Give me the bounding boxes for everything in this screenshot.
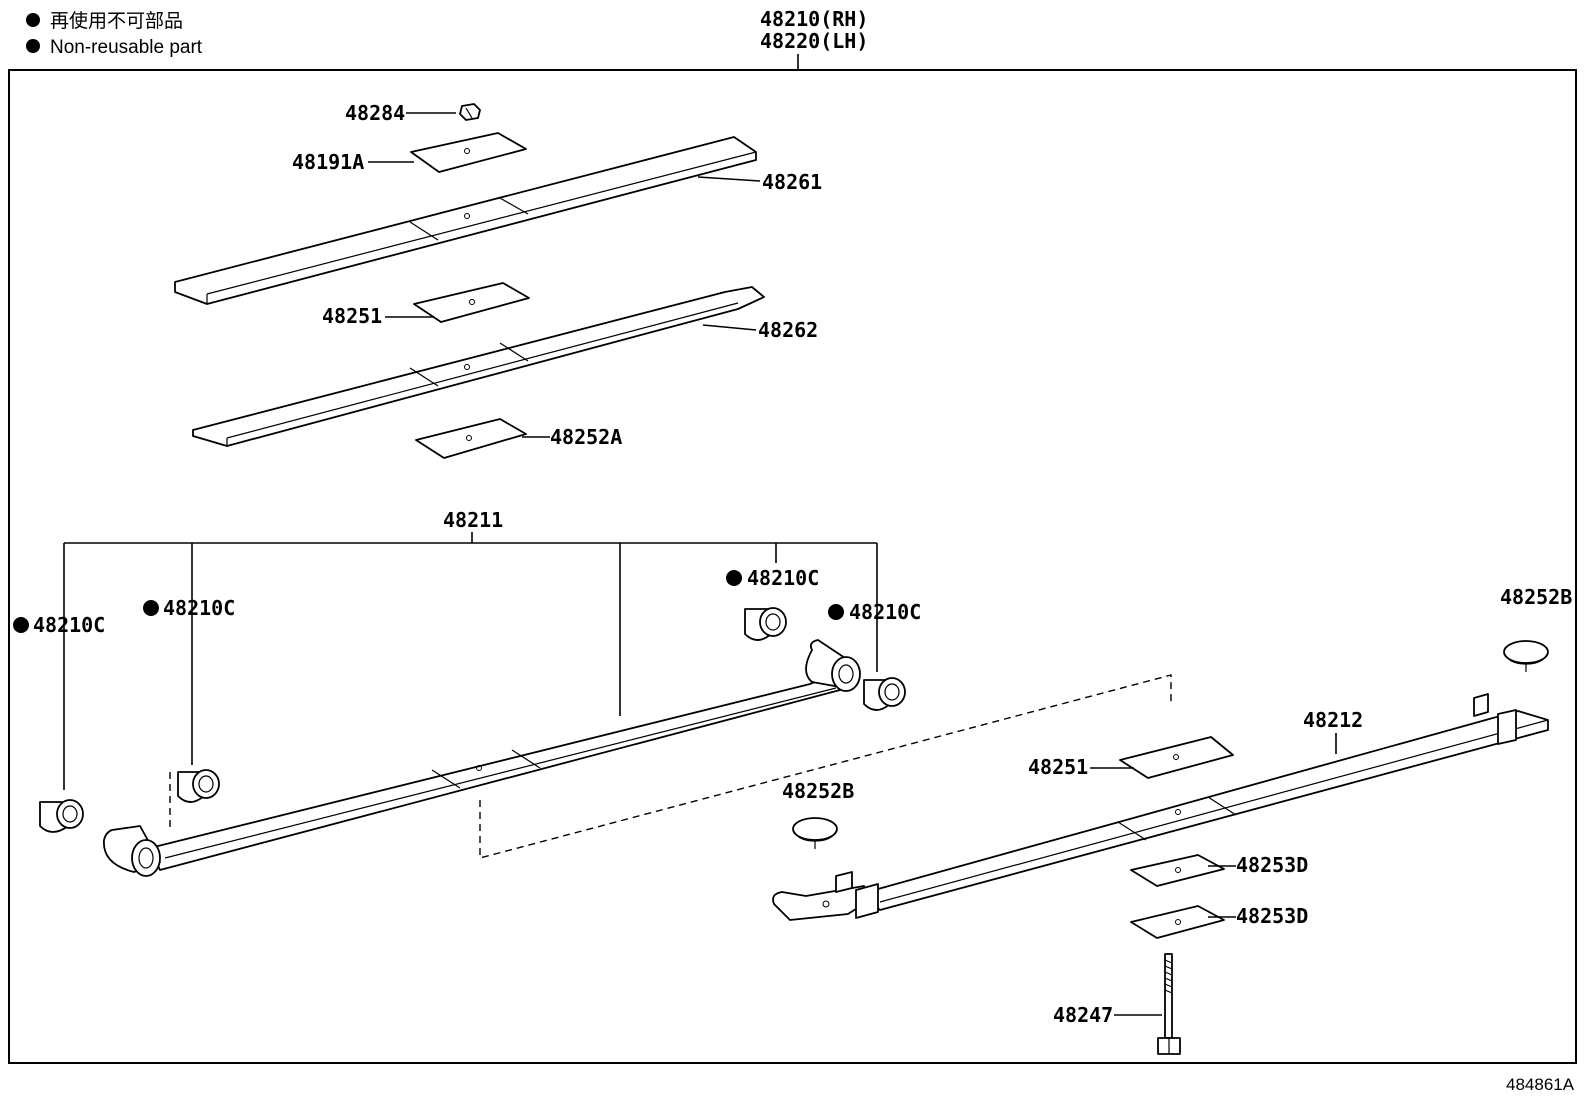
label-48210c-4: 48210C <box>849 600 921 624</box>
non-reusable-dot-icon <box>828 604 844 620</box>
label-48253d-1: 48253D <box>1236 853 1308 877</box>
legend-english: Non-reusable part <box>50 37 203 58</box>
part-48284-nut <box>459 103 481 121</box>
part-48210c-bushing-3 <box>744 607 787 641</box>
label-48252b-right: 48252B <box>1500 585 1572 609</box>
label-48251-lower: 48251 <box>1028 755 1088 779</box>
non-reusable-dot-icon <box>26 13 40 27</box>
assembly-number-rh: 48210(RH) <box>760 7 868 31</box>
non-reusable-dot-icon <box>26 39 40 53</box>
label-48247: 48247 <box>1053 1003 1113 1027</box>
part-48252b-pad-right <box>1503 640 1549 672</box>
part-48261-leaf <box>174 136 757 305</box>
part-48253d-shim-2 <box>1130 905 1225 939</box>
figure-code: 484861A <box>1506 1075 1575 1094</box>
part-48212-leaf <box>772 693 1549 921</box>
label-48211: 48211 <box>443 508 503 532</box>
diagram-frame <box>8 69 1577 1064</box>
part-48210c-bushing-4 <box>863 677 906 711</box>
assembly-number-lh: 48220(LH) <box>760 29 868 53</box>
label-48253d-2: 48253D <box>1236 904 1308 928</box>
non-reusable-dot-icon <box>13 617 29 633</box>
non-reusable-dot-icon <box>143 600 159 616</box>
part-48251-plate-lower <box>1119 736 1234 779</box>
part-48211-main-leaf <box>103 639 861 877</box>
label-48251-upper: 48251 <box>322 304 382 328</box>
part-48253d-shim-1 <box>1130 854 1225 887</box>
legend: 再使用不可部品 Non-reusable part <box>26 10 203 58</box>
label-48212: 48212 <box>1303 708 1363 732</box>
legend-japanese: 再使用不可部品 <box>50 10 183 32</box>
label-48252b-left: 48252B <box>782 779 854 803</box>
label-48210c-3: 48210C <box>747 566 819 590</box>
part-48262-leaf <box>192 286 765 447</box>
part-48247-center-bolt <box>1157 953 1181 1055</box>
label-48284: 48284 <box>345 101 405 125</box>
label-48261: 48261 <box>762 170 822 194</box>
part-48210c-bushing-1 <box>39 799 84 833</box>
non-reusable-dot-icon <box>726 570 742 586</box>
part-48252b-pad-left <box>792 817 838 849</box>
label-48210c-1: 48210C <box>33 613 105 637</box>
part-48251-plate-upper <box>413 282 530 323</box>
label-48262: 48262 <box>758 318 818 342</box>
label-48252a: 48252A <box>550 425 622 449</box>
label-48210c-2: 48210C <box>163 596 235 620</box>
label-48191a: 48191A <box>292 150 364 174</box>
part-48210c-bushing-2 <box>177 769 220 803</box>
